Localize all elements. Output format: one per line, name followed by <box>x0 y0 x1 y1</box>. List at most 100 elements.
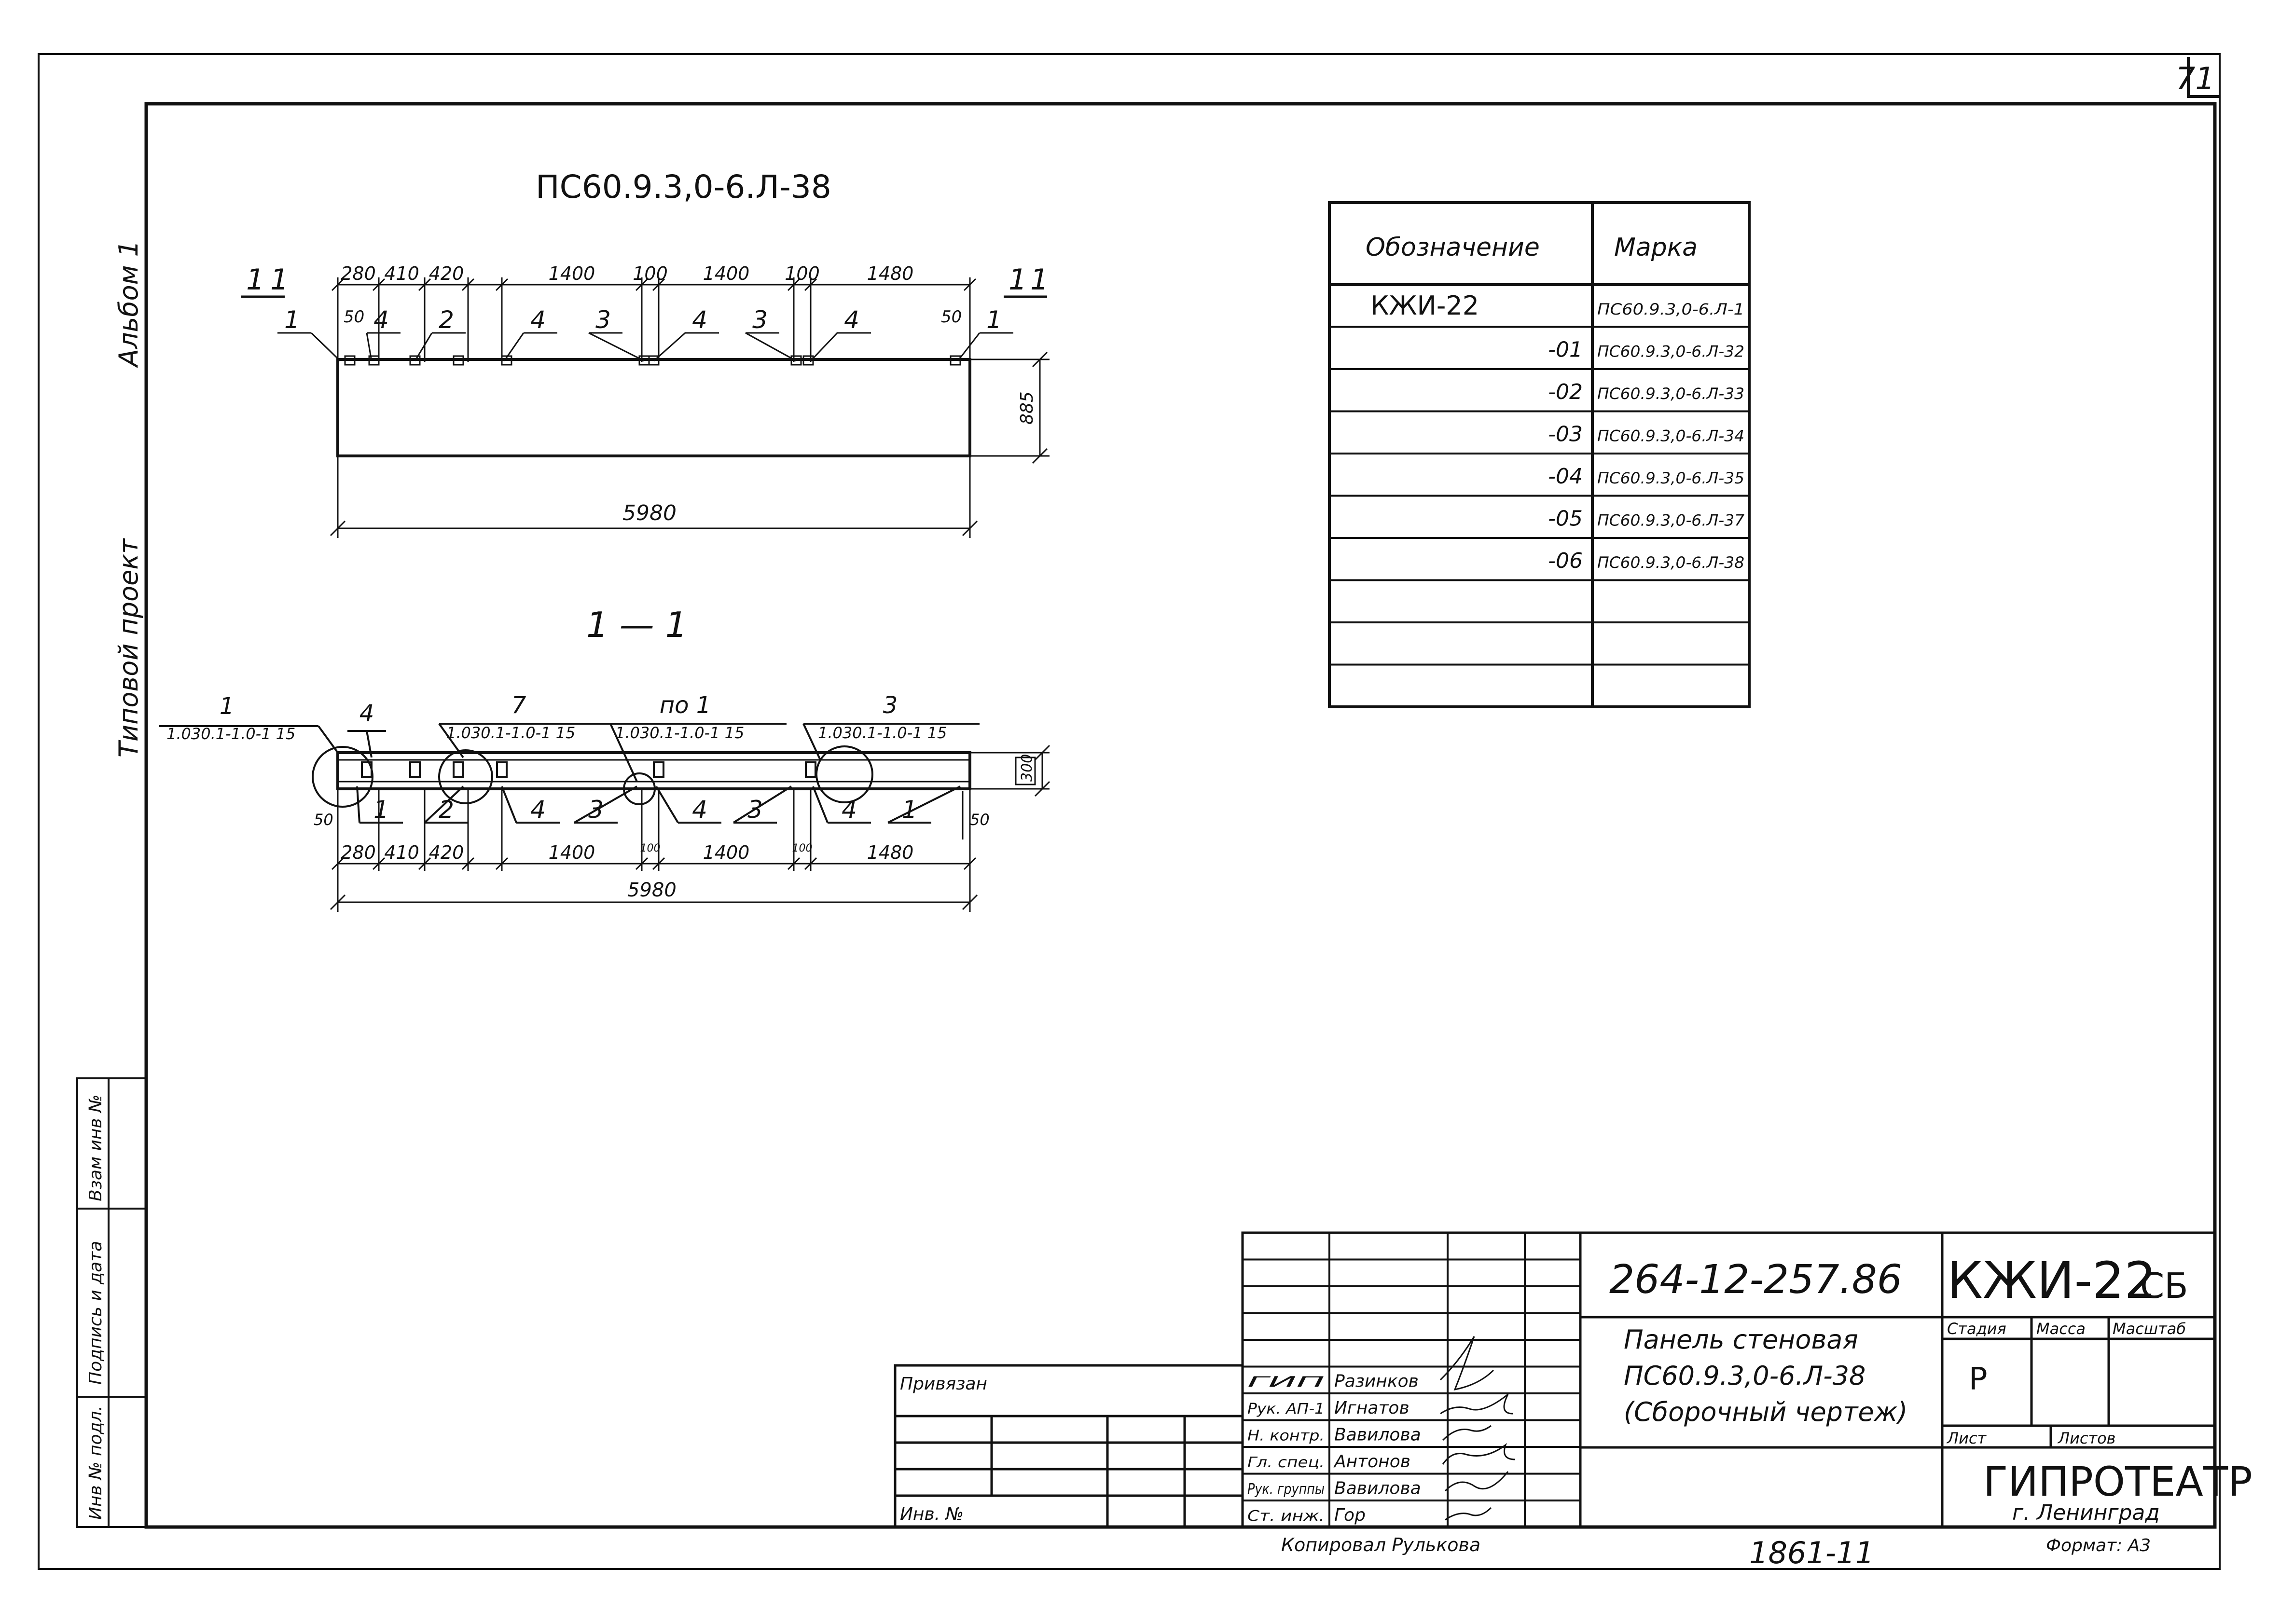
inv-no-label: Инв. № <box>900 1504 964 1524</box>
section-bottom-callout: 3 <box>588 796 604 824</box>
elev-dim-label: 100 <box>785 263 820 284</box>
elevation-title: ПС60.9.3,0-6.Л-38 <box>536 168 831 206</box>
section-mark-left-2: 1 <box>270 263 289 297</box>
scale-header: Масштаб <box>2113 1320 2186 1338</box>
section-anchor <box>453 761 464 778</box>
signature-scribbles <box>1439 1336 1516 1521</box>
spec-designation: -01 <box>1548 338 1583 362</box>
section-bottom-leader <box>655 785 679 824</box>
spec-mark: ПС60.9.3,0-6.Л-35 <box>1597 469 1744 487</box>
section-anchor <box>361 761 373 778</box>
stamp-number: 1861-11 <box>1749 1535 1874 1570</box>
section-bottom-leader <box>812 786 829 823</box>
signature-role: ГИП <box>1247 1374 1325 1391</box>
sec-dim-tick <box>461 857 475 870</box>
spec-designation: -06 <box>1548 549 1583 573</box>
sec-dim-tick <box>804 857 817 870</box>
elev-callout: 1 <box>284 306 300 334</box>
outer-frame <box>38 53 2221 1570</box>
doc-mark: КЖИ-22 <box>1947 1251 2156 1310</box>
elev-callout: 4 <box>530 306 546 334</box>
elev-dim-tick <box>652 278 665 291</box>
elev-dim-tick <box>372 278 386 291</box>
section-anchor <box>653 761 664 778</box>
signature-role: Ст. инж. <box>1247 1508 1325 1525</box>
stage-header: Стадия <box>1947 1320 2006 1338</box>
signature-name: Разинков <box>1334 1372 1419 1391</box>
stage-value: Р <box>1969 1362 1988 1397</box>
sheets-label: Листов <box>2058 1429 2116 1447</box>
spec-header-designation: Обозначение <box>1366 233 1540 262</box>
section-leader-code: 1.030.1-1.0-1 15 <box>446 724 575 742</box>
spec-designation: -04 <box>1548 464 1583 489</box>
section-bottom-callout: 1 <box>902 796 917 824</box>
section-leader-number: 7 <box>511 692 526 719</box>
elev-edge-dim-right: 50 <box>941 307 962 327</box>
left-stamp-strip <box>76 1077 147 1528</box>
elev-dim-label: 100 <box>633 263 668 284</box>
doc-name-line-3: (Сборочный чертеж) <box>1624 1397 1907 1427</box>
elev-callout-leader <box>310 332 341 362</box>
elev-anchor <box>802 355 814 366</box>
section-title: 1 — 1 <box>586 605 687 645</box>
section-anchor <box>496 761 508 778</box>
signature-name: Вавилова <box>1334 1479 1421 1499</box>
section-bottom-leader <box>424 785 464 824</box>
elev-anchor <box>501 355 512 366</box>
spec-mark: ПС60.9.3,0-6.Л-32 <box>1597 343 1744 361</box>
elev-anchor <box>368 355 380 366</box>
spec-mark: ПС60.9.3,0-6.Л-37 <box>1597 511 1745 530</box>
elev-length-dim: 5980 <box>622 501 677 525</box>
section-bottom-callout: 4 <box>842 796 857 824</box>
org-city: г. Ленинград <box>2012 1500 2160 1525</box>
signature-role: Н. контр. <box>1247 1428 1325 1445</box>
elev-dim-tick <box>787 278 801 291</box>
sheet-label: Лист <box>1947 1429 1987 1447</box>
elev-callout: 3 <box>595 306 611 334</box>
elev-dim-label: 1400 <box>703 263 750 284</box>
elev-dim-label: 420 <box>429 263 464 284</box>
elev-dim-tick <box>418 278 431 291</box>
signature-role: Рук. АП-1 <box>1247 1401 1325 1418</box>
spec-mark: ПС60.9.3,0-6.Л-1 <box>1597 300 1744 318</box>
vzam-label: Взам инв № <box>86 1094 106 1201</box>
elev-callout: 4 <box>373 306 389 334</box>
podpis-label: Подпись и дата <box>86 1241 106 1385</box>
sec-dim-tick <box>418 857 431 870</box>
sec-dim-tick <box>495 857 509 870</box>
section-bottom-leader <box>887 785 961 824</box>
section-leader-number: 3 <box>883 692 898 719</box>
sec-dim-label: 1400 <box>703 842 750 863</box>
spec-header-mark: Марка <box>1614 233 1698 262</box>
section-leader-number: 1 <box>220 693 235 720</box>
section-bottom-callout: 3 <box>747 796 763 824</box>
section-leader-code: 1.030.1-1.0-1 15 <box>818 724 947 742</box>
sec-dim-tick <box>372 857 386 870</box>
elev-anchor <box>950 355 961 366</box>
sec-dim-tick <box>652 857 665 870</box>
elev-edge-dim-left: 50 <box>344 307 364 327</box>
section-bottom-leader <box>574 785 637 824</box>
sec-length-dim: 5980 <box>627 879 677 901</box>
project-label: Типовой проект <box>113 538 144 757</box>
sec-dim-label: 1480 <box>867 842 914 863</box>
elev-callout-leader <box>503 332 525 361</box>
elev-callout-leader <box>588 332 645 362</box>
elev-anchor <box>453 355 464 366</box>
section-mark-right: 1 <box>1009 263 1027 297</box>
elev-callout-leader <box>366 332 373 361</box>
signature-name: Игнатов <box>1334 1398 1409 1418</box>
doc-code: 264-12-257.86 <box>1609 1257 1902 1303</box>
elev-anchor <box>409 355 421 366</box>
elev-dim-tick <box>804 278 817 291</box>
section-bottom-leader <box>356 786 360 823</box>
sec-dim-tick <box>787 857 801 870</box>
elev-callout-leader <box>414 332 433 361</box>
signature-role: Рук. группы <box>1247 1481 1325 1498</box>
elev-dim-tick <box>963 278 977 291</box>
section-leader-number: 4 <box>359 700 374 727</box>
inv-podl-label: Инв № подл. <box>86 1405 106 1520</box>
